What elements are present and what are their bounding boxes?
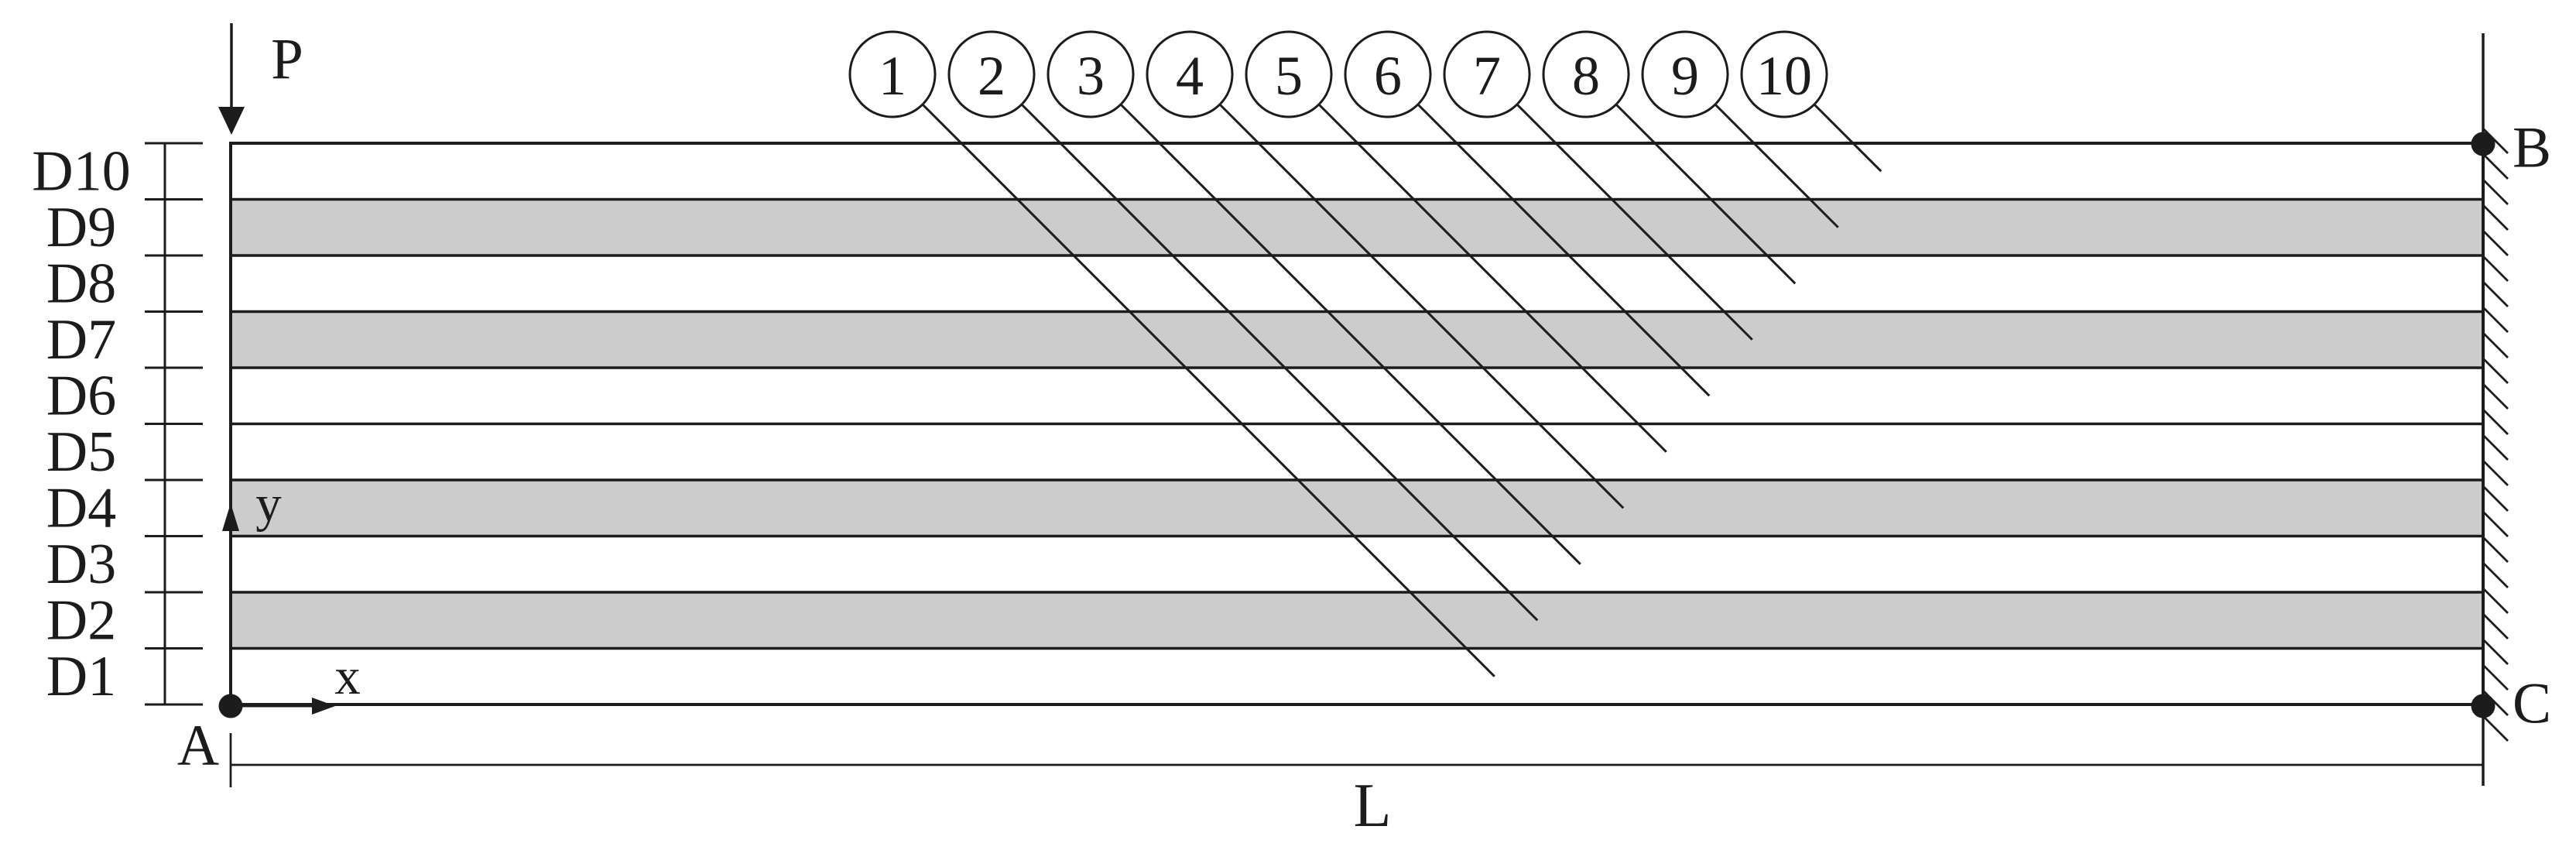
point-dot-A xyxy=(218,694,243,718)
callout-leader-3 xyxy=(1119,103,1581,565)
layer-band-D10 xyxy=(231,143,2483,200)
wall-hatch-line xyxy=(2482,460,2509,486)
layer-label-D5: D5 xyxy=(46,420,116,484)
callout-circle-3 xyxy=(1046,30,1135,118)
layer-label-D10: D10 xyxy=(32,139,130,203)
dimension-label: L xyxy=(1354,772,1392,840)
callout-number-5: 5 xyxy=(1275,45,1303,107)
point-dot-B xyxy=(2471,132,2496,156)
wall-hatch-line xyxy=(2482,358,2509,384)
wall-hatch-line xyxy=(2482,307,2509,333)
callout-circle-2 xyxy=(947,30,1036,118)
layer-label-D9: D9 xyxy=(46,196,116,259)
point-label-A: A xyxy=(177,714,219,778)
wall-hatch-line xyxy=(2482,588,2509,614)
point-label-B: B xyxy=(2513,116,2551,180)
callout-number-9: 9 xyxy=(1671,45,1699,107)
callout-circle-1 xyxy=(848,30,937,118)
wall-hatch-line xyxy=(2482,511,2509,537)
wall-hatch-line xyxy=(2482,562,2509,588)
y-axis-label: y xyxy=(255,475,282,533)
wall-hatch-line xyxy=(2482,383,2509,410)
load-label: P xyxy=(271,28,303,92)
callout-circle-10 xyxy=(1740,30,1828,118)
wall-hatch-line xyxy=(2482,204,2509,231)
callout-number-10: 10 xyxy=(1756,45,1812,107)
x-axis-arrowhead xyxy=(312,698,335,715)
layer-band-D2 xyxy=(231,592,2483,649)
wall-hatch-line xyxy=(2482,179,2509,205)
layer-label-D2: D2 xyxy=(46,588,116,652)
wall-hatch-line xyxy=(2482,230,2509,256)
callout-circle-7 xyxy=(1443,30,1531,118)
wall-hatch-line xyxy=(2482,639,2509,665)
callout-circle-5 xyxy=(1245,30,1333,118)
wall-hatch-line xyxy=(2482,690,2509,716)
layer-label-D1: D1 xyxy=(46,645,116,708)
wall-hatch-line xyxy=(2482,536,2509,563)
callout-number-3: 3 xyxy=(1077,45,1105,107)
callout-leader-4 xyxy=(1218,103,1625,509)
wall-hatch-line xyxy=(2482,613,2509,639)
point-label-C: C xyxy=(2513,672,2551,736)
x-axis-label: x xyxy=(334,648,361,705)
layer-label-D8: D8 xyxy=(46,252,116,315)
wall-hatch-line xyxy=(2482,332,2509,358)
layer-label-D6: D6 xyxy=(46,364,116,427)
callout-leader-5 xyxy=(1317,103,1667,453)
callout-leader-2 xyxy=(1020,103,1539,622)
callout-circle-4 xyxy=(1146,30,1234,118)
callout-leader-6 xyxy=(1416,103,1711,397)
callout-number-6: 6 xyxy=(1374,45,1402,107)
callout-leader-1 xyxy=(921,103,1495,677)
layer-label-D7: D7 xyxy=(46,308,116,372)
callout-leader-9 xyxy=(1714,103,1839,228)
wall-hatch-line xyxy=(2482,255,2509,282)
callout-number-1: 1 xyxy=(879,45,906,107)
wall-hatch-line xyxy=(2482,128,2509,154)
wall-hatch-line xyxy=(2482,153,2509,180)
wall-hatch-line xyxy=(2482,485,2509,512)
wall-hatch-line xyxy=(2482,281,2509,307)
wall-hatch-line xyxy=(2482,715,2509,742)
layer-label-D4: D4 xyxy=(46,476,116,540)
callout-number-8: 8 xyxy=(1572,45,1600,107)
layer-band-D8 xyxy=(231,255,2483,312)
wall-hatch-line xyxy=(2482,434,2509,461)
callout-leader-10 xyxy=(1813,103,1882,173)
callout-number-2: 2 xyxy=(978,45,1005,107)
layer-band-D6 xyxy=(231,368,2483,424)
callout-leader-8 xyxy=(1615,103,1797,285)
callout-circle-6 xyxy=(1344,30,1432,118)
layer-band-D4 xyxy=(231,480,2483,536)
point-dot-C xyxy=(2471,694,2496,718)
callout-number-4: 4 xyxy=(1176,45,1204,107)
layer-band-D3 xyxy=(231,536,2483,592)
wall-hatch-line xyxy=(2482,664,2509,691)
load-arrowhead xyxy=(218,107,245,135)
callout-circle-8 xyxy=(1542,30,1630,118)
callout-number-7: 7 xyxy=(1473,45,1501,107)
layer-label-D3: D3 xyxy=(46,533,116,596)
layer-band-D5 xyxy=(231,423,2483,480)
y-axis-arrowhead xyxy=(222,503,239,531)
layer-band-D9 xyxy=(231,199,2483,255)
wall-hatch-line xyxy=(2482,409,2509,435)
callout-circle-9 xyxy=(1641,30,1729,118)
layer-band-D1 xyxy=(231,648,2483,704)
